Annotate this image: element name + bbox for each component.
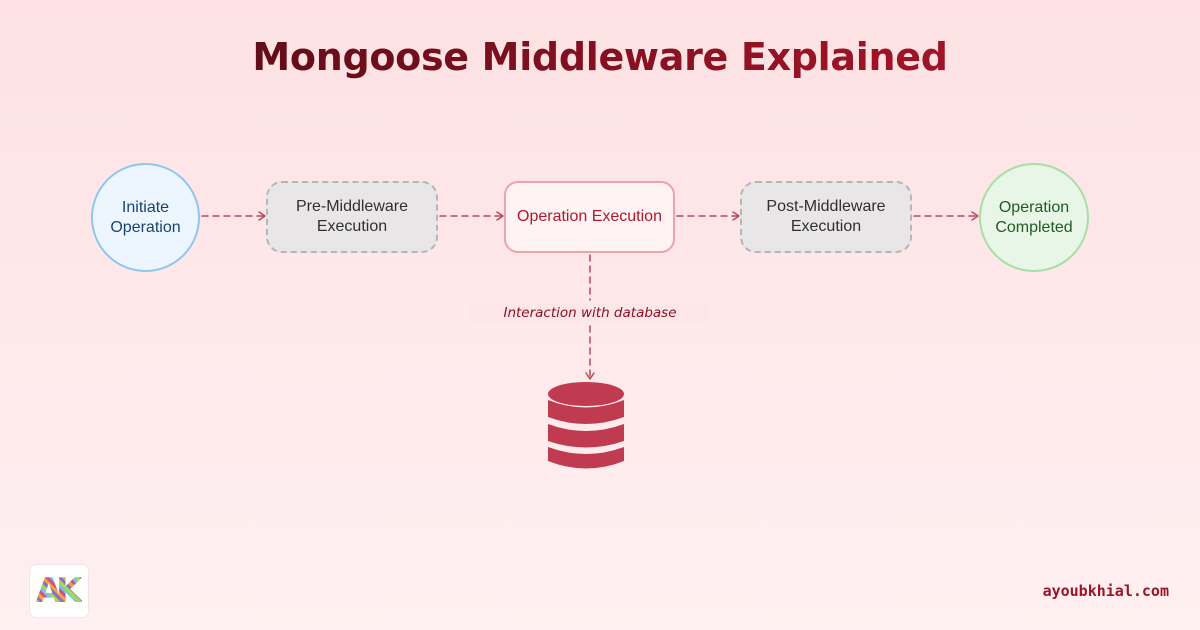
website-link[interactable]: ayoubkhial.com	[1042, 582, 1169, 600]
arrowhead-operation	[496, 211, 504, 221]
arrowhead-pre	[258, 211, 266, 221]
node-operation-execution: Operation Execution	[504, 181, 675, 253]
brand-logo-text: AK	[36, 571, 83, 611]
arrowhead-database	[585, 372, 595, 380]
node-operation-completed: Operation Completed	[979, 163, 1089, 272]
node-initiate-operation: Initiate Operation	[91, 163, 200, 272]
node-post-middleware-execution: Post-Middleware Execution	[740, 181, 912, 253]
arrowhead-post	[732, 211, 740, 221]
brand-logo: AK	[30, 565, 88, 617]
arrowhead-completed	[971, 211, 979, 221]
node-pre-middleware-execution: Pre-Middleware Execution	[266, 181, 438, 253]
page-title: Mongoose Middleware Explained	[0, 30, 1200, 84]
database-edge-label: Interaction with database	[470, 304, 710, 322]
database-icon	[548, 382, 624, 469]
